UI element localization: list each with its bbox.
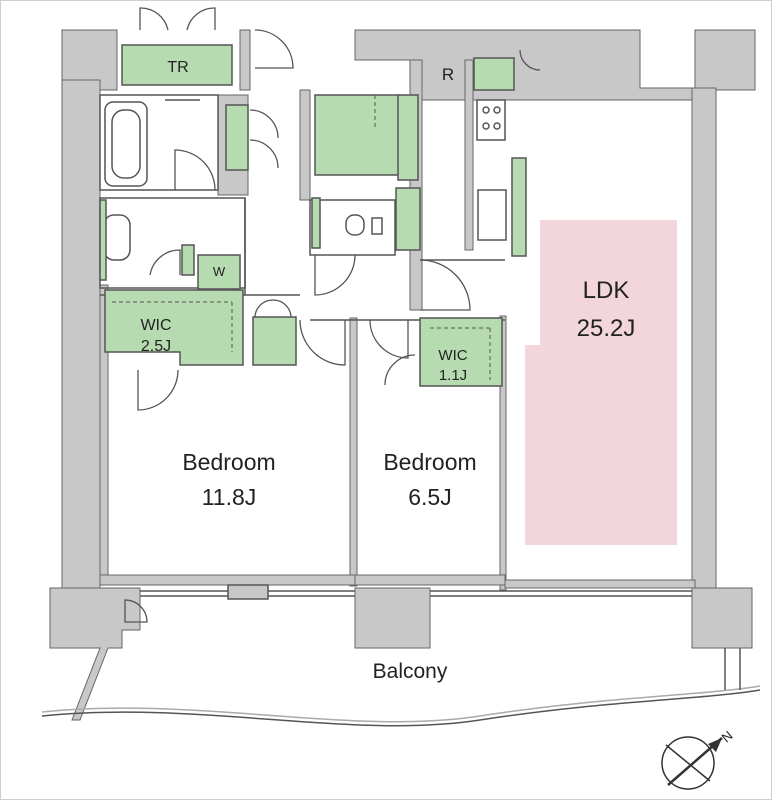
tr-label: TR (167, 59, 188, 76)
wic-small-size: 1.1J (439, 367, 467, 384)
toilet-icon (345, 214, 365, 236)
refrigerator-label: R (442, 65, 454, 84)
bedroom2-name: Bedroom (383, 449, 476, 475)
washer-label: W (213, 264, 226, 279)
wic-large-name: WIC (140, 317, 171, 334)
storage-closet (181, 244, 195, 276)
storage-closet (99, 199, 107, 281)
door-swing-icon (174, 149, 216, 191)
storage-closet (473, 57, 515, 91)
bedroom1-size: 11.8J (202, 484, 257, 510)
door-swing-icon (314, 254, 356, 296)
door-swing-icon (139, 7, 169, 31)
ldk-area (525, 220, 677, 545)
wic-small-name: WIC (438, 347, 467, 364)
balcony-label: Balcony (373, 660, 448, 683)
storage-closet (395, 187, 421, 251)
sink-icon (477, 189, 507, 241)
door-swing-icon (299, 319, 346, 366)
door-swing-icon (149, 249, 181, 276)
wic-large-size: 2.5J (141, 338, 171, 355)
tr-storage (121, 44, 233, 86)
storage-closet (397, 94, 419, 181)
washbasin-icon (103, 214, 131, 261)
storage-closet (252, 316, 297, 366)
bedroom2-size: 6.5J (408, 484, 451, 510)
door-swing-icon (124, 599, 148, 623)
storage-closet (311, 197, 321, 249)
stove-icon (476, 99, 506, 141)
storage-closet (511, 157, 527, 257)
washer-space (197, 254, 241, 290)
compass-icon: N (661, 728, 736, 790)
storage-closet (314, 94, 401, 176)
storage-closet (225, 104, 249, 171)
door-swing-icon (249, 139, 279, 169)
storage-areas (99, 44, 527, 387)
door-swing-icon (369, 319, 409, 359)
door-swing-icon (249, 109, 279, 139)
wic-dashed-lines (112, 95, 491, 380)
wic-large-area (104, 289, 244, 366)
door-swing-icon (137, 369, 179, 411)
door-swings (124, 7, 541, 623)
ldk-name: LDK (583, 277, 630, 304)
door-swing-icon (419, 259, 471, 311)
bedroom1-name: Bedroom (182, 449, 275, 475)
door-swing-icon (519, 49, 541, 71)
ldk-size: 25.2J (577, 315, 636, 342)
door-swing-icon (254, 29, 294, 69)
compass-north-label: N (719, 728, 736, 746)
wic-small-area (419, 317, 503, 387)
fixtures (103, 99, 507, 261)
door-swing-icon (384, 354, 416, 386)
door-swing-icon (186, 7, 216, 31)
